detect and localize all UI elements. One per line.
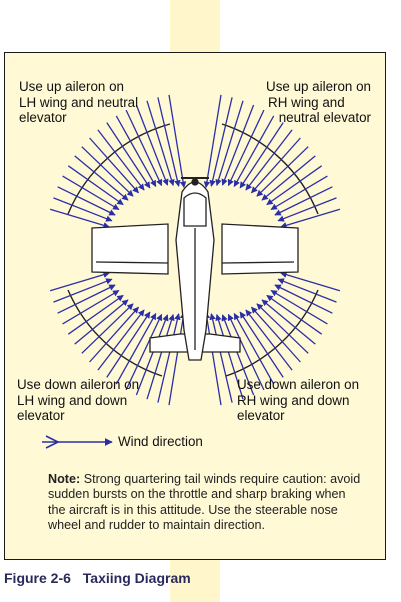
bracket-lower-right — [225, 289, 319, 377]
label-ll-line3: elevator — [17, 408, 65, 423]
wind-arrow — [125, 109, 163, 187]
figure-caption: Figure 2-6 Taxiing Diagram — [4, 570, 191, 586]
wind-arrow — [215, 100, 244, 187]
wind-arrow — [221, 314, 255, 396]
wind-arrow — [256, 146, 309, 197]
label-ul-line1: Use up aileron on — [19, 79, 124, 94]
wind-arrow — [146, 100, 175, 187]
left-wing — [91, 223, 169, 275]
wind-arrow — [245, 129, 293, 191]
canopy — [183, 192, 207, 227]
label-ll-line2: LH wing and down — [17, 392, 128, 408]
wind-arrow — [157, 313, 181, 403]
label-lower-right: Use down aileron on RH wing and down ele… — [237, 377, 359, 424]
wind-arrow — [245, 309, 293, 371]
wind-arrow — [221, 104, 255, 186]
label-lower-left: Use down aileron on LH wing and down ele… — [17, 377, 139, 424]
figure-number: Figure 2-6 — [4, 570, 71, 586]
label-ur-line2: RH wing and — [268, 94, 345, 110]
label-lr-line3: elevator — [237, 408, 285, 423]
wind-arrow — [67, 294, 124, 335]
wind-arrow — [135, 104, 169, 186]
bracket-upper-right — [221, 123, 319, 215]
wind-arrow — [49, 208, 110, 229]
wind-arrow — [274, 284, 333, 314]
wind-arrow — [270, 289, 328, 325]
wind-arrow — [125, 313, 163, 391]
wind-arrow — [233, 115, 275, 187]
label-ul-line3: elevator — [19, 110, 67, 125]
wind-arrow — [227, 109, 265, 187]
note-text: Strong quartering tail winds require cau… — [48, 472, 361, 533]
wind-arrow — [62, 175, 120, 211]
wind-arrow — [209, 97, 233, 187]
wind-arrows — [49, 94, 341, 406]
legend-label: Wind direction — [118, 434, 203, 449]
wind-arrow — [168, 311, 187, 406]
wind-arrow — [62, 289, 120, 325]
wind-arrow — [74, 155, 129, 201]
wind-arrow — [115, 313, 157, 385]
wind-arrow — [280, 271, 341, 292]
wind-arrow — [67, 165, 124, 206]
aircraft — [91, 177, 299, 361]
wind-arrow — [261, 299, 316, 345]
label-lr-line2: RH wing and down — [237, 392, 350, 408]
wind-arrow — [203, 311, 222, 406]
wind-arrow — [115, 115, 157, 187]
wind-arrow — [53, 197, 113, 222]
wind-arrow — [97, 129, 145, 191]
wind-arrow — [53, 278, 113, 303]
wind-arrow — [49, 271, 110, 292]
label-lr-line1: Use down aileron on — [237, 377, 360, 392]
wind-arrow — [270, 175, 328, 211]
wind-arrow — [251, 137, 301, 194]
label-upper-left: Use up aileron on LH wing and neutral el… — [19, 79, 138, 126]
wind-arrow — [57, 186, 116, 216]
wind-arrow — [227, 313, 265, 391]
wind-arrow — [277, 197, 337, 222]
label-upper-right: Use up aileron on RH wing and neutral el… — [266, 79, 371, 126]
wind-arrow — [74, 299, 129, 345]
wind-arrow — [81, 146, 134, 197]
wind-arrow — [280, 208, 341, 229]
wind-arrow — [239, 311, 284, 378]
wind-arrow — [203, 94, 222, 189]
wind-arrow — [277, 278, 337, 303]
wind-arrow — [256, 303, 309, 354]
wind-arrow — [239, 122, 284, 189]
wind-arrow — [97, 309, 145, 371]
wind-arrow — [89, 306, 139, 363]
label-ur-line1: Use up aileron on — [266, 79, 371, 94]
left-aileron-line — [95, 261, 169, 264]
right-aileron-line — [221, 261, 295, 264]
wind-arrow — [266, 165, 323, 206]
wind-arrow — [157, 97, 181, 187]
wind-arrow — [168, 94, 187, 189]
wind-arrow — [233, 313, 275, 385]
label-ur-line3: neutral elevator — [278, 110, 371, 125]
wind-arrow — [251, 306, 301, 363]
label-ll-line1: Use down aileron on — [17, 377, 140, 392]
right-wing — [221, 223, 299, 275]
wind-arrow — [57, 284, 116, 314]
bracket-upper-left — [67, 123, 171, 215]
note-label: Note: — [48, 472, 81, 486]
wind-arrow — [135, 314, 169, 396]
wind-arrow — [146, 313, 175, 400]
wind-arrow — [89, 137, 139, 194]
wind-arrow — [266, 294, 323, 335]
note-block: Note: Strong quartering tail winds requi… — [48, 472, 363, 534]
wind-arrow — [215, 313, 244, 400]
wind-arrow — [209, 313, 233, 403]
spinner — [191, 178, 199, 186]
wind-arrow — [261, 155, 316, 201]
wind-arrow — [274, 186, 333, 216]
wind-arrow — [106, 122, 151, 189]
label-ul-line2: LH wing and neutral — [19, 94, 139, 110]
wind-arrow — [81, 303, 134, 354]
figure-title: Taxiing Diagram — [82, 570, 191, 586]
wind-arrow — [106, 311, 151, 378]
